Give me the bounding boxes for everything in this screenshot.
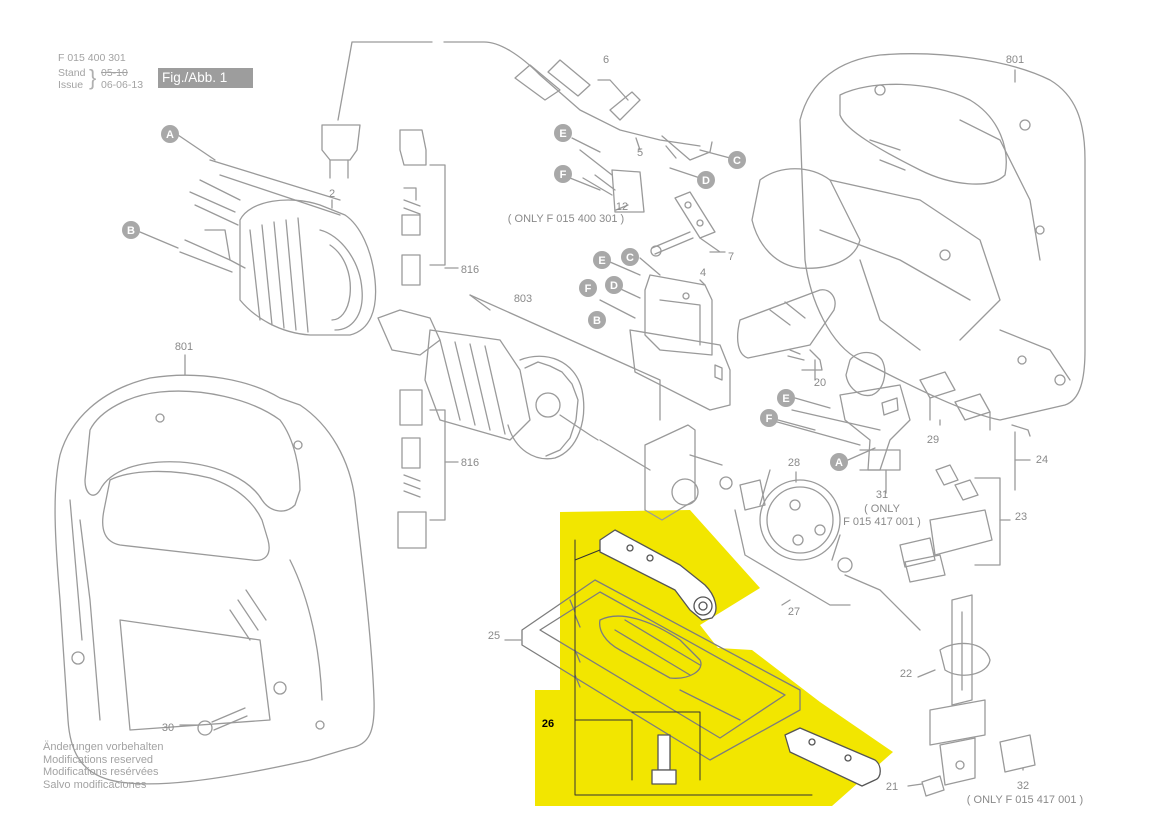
label-28: 28 (788, 457, 800, 469)
brace-icon: } (89, 65, 97, 90)
svg-text:C: C (733, 155, 741, 167)
connector-e-3: E (777, 389, 795, 407)
connector-b-1: B (122, 221, 140, 239)
screw-30 (179, 707, 248, 736)
label-6: 6 (603, 54, 609, 66)
bracket-31 (769, 351, 911, 471)
svg-text:B: B (593, 315, 601, 327)
label-816-top: 816 (461, 264, 479, 276)
notice-de: Änderungen vorbehalten (43, 741, 164, 753)
hex-key-24 (1011, 424, 1031, 491)
label-801-right: 801 (1006, 54, 1024, 66)
connector-b-2: B (588, 311, 606, 329)
clamp-plate-26-bottom (784, 727, 881, 787)
connector-e-1: E (554, 124, 572, 142)
connector-c-2: C (621, 248, 639, 266)
notice-en: Modifications reserved (43, 753, 154, 766)
connector-a-1: A (161, 125, 179, 143)
modifications-notice: Änderungen vorbehalten Modifications res… (43, 741, 163, 791)
motor-bearing-plate (599, 424, 723, 521)
label-23: 23 (1015, 511, 1027, 523)
gear-28 (759, 469, 841, 561)
svg-text:C: C (626, 252, 634, 264)
bracket-26 (574, 539, 813, 796)
plate-32 (999, 734, 1036, 773)
guide-roller-23 (899, 464, 1001, 583)
bearing-27 (719, 476, 921, 631)
svg-text:F: F (766, 413, 773, 425)
notice-fr: Modifications resérvées (43, 766, 159, 778)
figure-label: Fig./Abb. 1 (158, 68, 253, 88)
svg-text:A: A (835, 457, 843, 469)
svg-text:F: F (560, 169, 567, 181)
label-21: 21 (886, 781, 898, 793)
doc-number: F 015 400 301 (58, 52, 126, 64)
label-20: 20 (814, 377, 826, 389)
label-25: 25 (488, 630, 500, 642)
label-801-left: 801 (175, 341, 193, 353)
label-26: 26 (542, 718, 554, 730)
housing-left-801 (54, 374, 375, 785)
label-7: 7 (728, 251, 734, 263)
svg-text:B: B (127, 225, 135, 237)
label-2: 2 (329, 188, 335, 200)
label-31-note-2: F 015 417 001 ) (843, 516, 921, 528)
clamp-plate-26-top (599, 529, 717, 621)
label-31-note-1: ( ONLY (864, 503, 901, 515)
connector-leads (139, 134, 876, 461)
label-803: 803 (514, 293, 532, 305)
switch-4 (629, 274, 731, 411)
svg-text:D: D (610, 280, 618, 292)
pads-29 (919, 371, 991, 431)
trigger-20 (737, 289, 836, 371)
issue-value: 06-06-13 (101, 79, 144, 91)
label-29: 29 (927, 434, 939, 446)
connector-e-2: E (593, 251, 611, 269)
label-24: 24 (1036, 454, 1048, 466)
label-30: 30 (162, 722, 174, 734)
brush-holder-816-bottom (397, 389, 459, 549)
svg-text:D: D (702, 175, 710, 187)
label-27: 27 (788, 606, 800, 618)
housing-right-801 (751, 53, 1086, 421)
connector-f-3: F (760, 409, 778, 427)
connector-f-2: F (579, 279, 597, 297)
screw-26 (651, 734, 677, 785)
label-32-note: ( ONLY F 015 417 001 ) (967, 794, 1083, 806)
label-5: 5 (637, 147, 643, 159)
power-cable-6 (321, 41, 713, 179)
brush-holder-816-top (399, 129, 459, 286)
label-31: 31 (876, 489, 888, 501)
label-816-bottom: 816 (461, 457, 479, 469)
connector-d-2: D (605, 276, 623, 294)
cable-clamp-7 (650, 191, 726, 257)
plunger-22 (929, 594, 991, 786)
connector-c-1: C (728, 151, 746, 169)
svg-text:E: E (598, 255, 605, 267)
connector-markers: A B E F C D E C F D B E F A D (122, 124, 848, 471)
connector-f-1: F (554, 165, 572, 183)
capacitor-12 (579, 149, 645, 213)
label-32: 32 (1017, 780, 1029, 792)
part-labels: 801 801 2 6 5 12 ( ONLY F 015 400 301 ) … (162, 54, 1083, 806)
connector-a-2: A (830, 453, 848, 471)
label-4: 4 (700, 267, 706, 279)
svg-text:A: A (166, 129, 174, 141)
issue-label: Issue (58, 79, 84, 91)
label-12: 12 (616, 201, 628, 213)
label-12-note: ( ONLY F 015 400 301 ) (508, 213, 624, 225)
base-plate-25 (521, 579, 801, 761)
label-22: 22 (900, 668, 912, 680)
stand-value: 05-10 (101, 67, 128, 79)
svg-text:E: E (559, 128, 566, 140)
svg-text:E: E (782, 393, 789, 405)
stand-label: Stand (58, 67, 86, 79)
leader-lines (184, 69, 1024, 771)
connector-d-1: D (697, 171, 715, 189)
armature-803 (377, 294, 661, 460)
field-stator-2 (179, 159, 377, 336)
screw-21 (907, 775, 945, 797)
svg-text:F: F (585, 283, 592, 295)
